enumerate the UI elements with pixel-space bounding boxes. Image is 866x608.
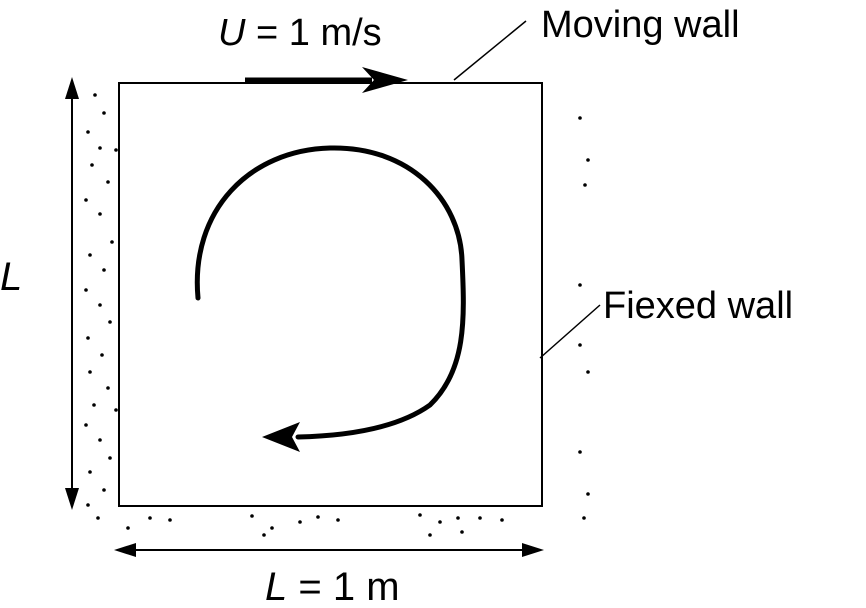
stipple-dot [578, 450, 582, 454]
stipple-dot [84, 288, 88, 292]
velocity-value: = 1 m/s [245, 12, 381, 54]
stipple-dot [86, 130, 90, 134]
stipple-dot [88, 253, 92, 257]
stipple-dot [88, 370, 92, 374]
vortex-arrow [194, 145, 466, 452]
stipple-dot [96, 516, 100, 520]
stipple-dot [460, 530, 464, 534]
stipple-dot [262, 533, 266, 537]
stipple-dot [250, 514, 254, 518]
stipple-dot [102, 488, 106, 492]
stipple-dot [148, 516, 152, 520]
stipple-dot [108, 456, 112, 460]
stipple-dot [428, 533, 432, 537]
stipple-dot [93, 93, 97, 97]
stipple-dot [438, 520, 442, 524]
stipple-dot [92, 403, 96, 407]
stipple-dot [98, 438, 102, 442]
stipple-dot [102, 111, 106, 115]
width-value: = 1 m [287, 565, 399, 608]
stipple-dot [98, 303, 102, 307]
stipple-dot [578, 116, 582, 120]
fixed-wall-label: Fiexed wall [603, 285, 793, 327]
stipple-dot [478, 516, 482, 520]
fixed-wall-leader [539, 304, 601, 359]
stipple-dot [106, 386, 110, 390]
stipple-dot [582, 516, 586, 520]
stipple-dot [98, 146, 102, 150]
stipple-dot [86, 336, 90, 340]
height-label: L [0, 255, 22, 299]
stipple-dot [106, 180, 110, 184]
stipple-dot [456, 516, 460, 520]
stipple-dot [86, 503, 90, 507]
stipple-dot [110, 240, 114, 244]
moving-wall-label: Moving wall [541, 4, 740, 46]
velocity-symbol: U [218, 12, 246, 54]
stipple-left-wall [84, 93, 118, 520]
stipple-dot [586, 492, 590, 496]
stipple-dot [578, 283, 582, 287]
stipple-dot [88, 470, 92, 474]
height-dimension-arrow [65, 77, 79, 510]
stipple-dot [583, 183, 587, 187]
stipple-dot [102, 268, 106, 272]
stipple-dot [586, 158, 590, 162]
width-symbol: L [265, 565, 287, 608]
stipple-dot [98, 212, 102, 216]
stipple-dot [126, 526, 130, 530]
stipple-dot [84, 198, 88, 202]
stipple-dot [316, 515, 320, 519]
moving-wall-leader [453, 20, 527, 81]
width-label: L = 1 m [265, 565, 400, 608]
stipple-dot [108, 320, 112, 324]
stipple-bottom-wall [126, 513, 504, 537]
width-dimension-arrow [114, 543, 544, 557]
stipple-dot [336, 518, 340, 522]
velocity-label: U = 1 m/s [218, 12, 382, 54]
stipple-dot [298, 520, 302, 524]
stipple-dot [270, 526, 274, 530]
cavity-box [118, 82, 543, 507]
stipple-dot [100, 353, 104, 357]
stipple-dot [114, 408, 118, 412]
stipple-dot [168, 518, 172, 522]
stipple-dot [418, 513, 422, 517]
stipple-dot [90, 163, 94, 167]
stipple-dot [84, 423, 88, 427]
stipple-right-wall [578, 116, 590, 520]
stipple-dot [578, 343, 582, 347]
stipple-dot [500, 518, 504, 522]
stipple-dot [114, 148, 118, 152]
stipple-dot [586, 370, 590, 374]
lid-velocity-arrow [245, 67, 408, 93]
